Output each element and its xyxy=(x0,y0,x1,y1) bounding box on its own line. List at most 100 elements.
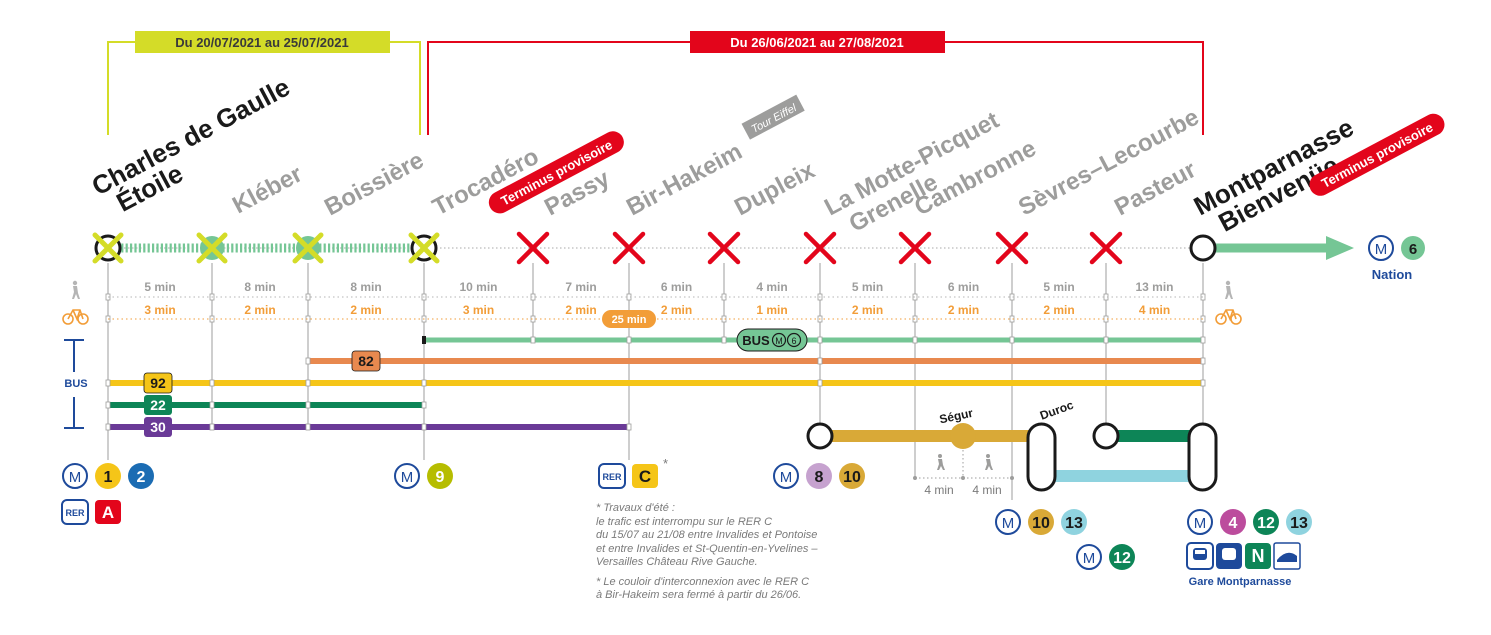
bike-time: 1 min xyxy=(756,303,787,317)
walk-icon xyxy=(937,454,993,470)
svg-text:25 min: 25 min xyxy=(612,314,647,326)
svg-text:4: 4 xyxy=(1229,515,1238,532)
destination-name: Nation xyxy=(1372,267,1413,282)
rer-line-C-badge xyxy=(632,464,658,488)
svg-text:RER: RER xyxy=(65,508,85,518)
svg-text:8: 8 xyxy=(815,469,824,486)
station-marker-sevres xyxy=(995,231,1029,265)
metro-icon xyxy=(1187,509,1213,535)
direction-arrow-icon xyxy=(1326,236,1354,260)
station-name-text: Boissière xyxy=(320,147,428,222)
station-marker-trocadero xyxy=(408,232,440,264)
svg-text:A: A xyxy=(102,503,114,522)
period-first-label: Du 20/07/2021 au 25/07/2021 xyxy=(175,35,348,50)
tag-badge xyxy=(741,94,805,140)
walk-time: 5 min xyxy=(1043,280,1074,294)
open-station-icon xyxy=(1189,234,1217,262)
destination-nation: M 6 Nation xyxy=(1368,235,1425,282)
metro-icon xyxy=(995,509,1021,535)
walk-time: 8 min xyxy=(350,280,381,294)
bike-time: 2 min xyxy=(661,303,692,317)
transfer-connections: Ségur Duroc 4 min 4 min xyxy=(806,398,1218,497)
walk-icon-left xyxy=(72,280,80,299)
montparnasse-transfer-station xyxy=(1187,422,1218,492)
station-marker-dupleix xyxy=(707,231,741,265)
walk-time: 5 min xyxy=(852,280,883,294)
metro-line-1-badge xyxy=(95,463,121,489)
walk-time: 5 min xyxy=(144,280,175,294)
bike-icon-right xyxy=(1215,309,1242,325)
bike-time: 2 min xyxy=(244,303,275,317)
gare-montparnasse-label: Gare Montparnasse xyxy=(1189,576,1292,588)
metro-line-10-badge xyxy=(839,463,865,489)
station-marker-la-motte xyxy=(803,231,837,265)
metro-icon xyxy=(773,463,799,489)
closed-cross-icon xyxy=(707,231,741,265)
metro-line-2-badge xyxy=(128,463,154,489)
period-brackets: Du 20/07/2021 au 25/07/2021 Du 26/06/202… xyxy=(107,31,1204,135)
svg-text:M: M xyxy=(775,336,783,346)
bike-time: 2 min xyxy=(852,303,883,317)
main-line xyxy=(108,236,1354,260)
bus-92-label: 92 xyxy=(150,375,166,391)
period-first-box xyxy=(135,31,390,53)
terminus-badge xyxy=(488,131,624,214)
metro-line-4-badge xyxy=(1220,509,1246,535)
metro-line-13-badge xyxy=(1286,509,1312,535)
svg-text:9: 9 xyxy=(436,469,445,486)
bus-lines: BUS 82 92 22 30 xyxy=(64,336,1206,437)
segur-walk-time: 4 min xyxy=(972,483,1001,497)
segur-station xyxy=(950,423,976,449)
terminus-badge xyxy=(1309,113,1445,196)
walk-time: 4 min xyxy=(756,280,787,294)
station-marker-pasteur xyxy=(1089,231,1123,265)
line-6-badge xyxy=(1401,236,1425,260)
bike-special-badge xyxy=(602,310,656,328)
svg-text:M: M xyxy=(69,469,82,486)
walk-time: 6 min xyxy=(661,280,692,294)
walk-time: 8 min xyxy=(244,280,275,294)
segur-walk-time: 4 min xyxy=(924,483,953,497)
period-second-label: Du 26/06/2021 au 27/08/2021 xyxy=(730,35,903,50)
station-marker-montparnasse xyxy=(1189,234,1217,262)
svg-text:10: 10 xyxy=(1032,515,1050,532)
closed-cross-icon xyxy=(408,232,440,264)
metro-line-12-badge xyxy=(1109,544,1135,570)
rer-line-A-badge xyxy=(95,500,121,524)
la-motte-transfer-station xyxy=(806,422,834,450)
svg-text:*: * xyxy=(663,456,668,471)
transilien-n-badge xyxy=(1245,543,1271,569)
svg-text:13: 13 xyxy=(1065,515,1083,532)
bus-m6-label: BUS xyxy=(742,333,770,348)
bike-icon-left xyxy=(62,309,89,325)
walk-time: 7 min xyxy=(565,280,596,294)
svg-text:12: 12 xyxy=(1257,515,1275,532)
walk-time: 6 min xyxy=(948,280,979,294)
bike-time: 3 min xyxy=(463,303,494,317)
svg-text:M: M xyxy=(1375,241,1388,258)
period-second-box xyxy=(690,31,945,53)
bike-time: 2 min xyxy=(948,303,979,317)
svg-text:C: C xyxy=(639,467,651,486)
svg-text:10: 10 xyxy=(843,469,861,486)
svg-text:6: 6 xyxy=(791,336,796,346)
metro-icon xyxy=(62,463,88,489)
closed-cross-icon xyxy=(196,232,228,264)
station-marker-passy xyxy=(516,231,550,265)
station-marker-cambronne xyxy=(898,231,932,265)
metro-icon xyxy=(771,332,787,348)
metro-line-8-badge xyxy=(806,463,832,489)
station-name-text: Dupleix xyxy=(730,156,820,221)
station-marker-cdg xyxy=(92,232,124,264)
metro-line-9-badge xyxy=(427,463,453,489)
